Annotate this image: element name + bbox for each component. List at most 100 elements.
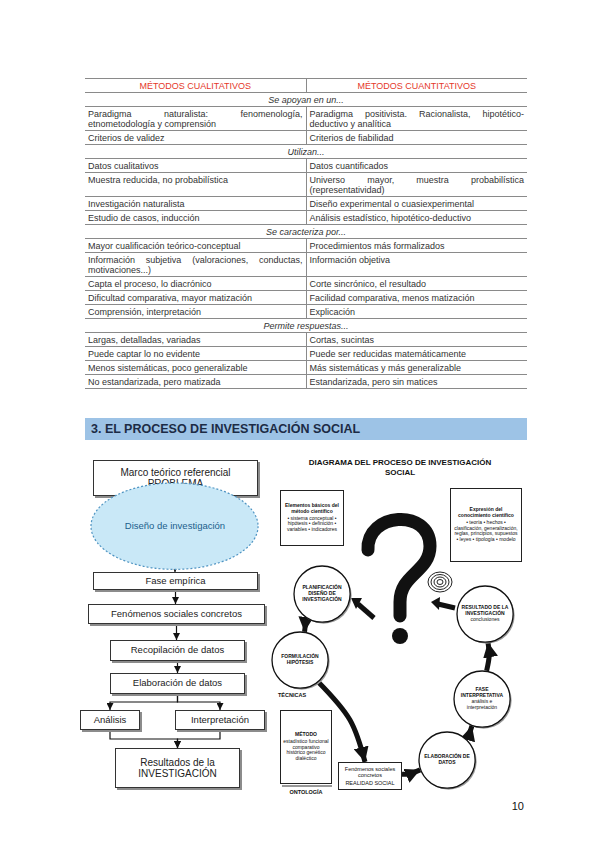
text-holder: Resultados de la INVESTIGACIÓN [118, 757, 237, 780]
table-row: Puede captar lo no evidentePuede ser red… [85, 346, 527, 360]
info-box: Elementos básicos del método científico•… [280, 490, 344, 546]
table-row: Capta el proceso, lo diacrónicoCorte sin… [85, 276, 527, 290]
table-row: Criterios de validezCriterios de fiabili… [85, 130, 527, 144]
rule-line [282, 786, 332, 787]
section-band: 3. EL PROCESO DE INVESTIGACIÓN SOCIAL [85, 418, 527, 440]
stage-circle: ELABORACIÓN DE DATOS [418, 731, 476, 789]
flow-arrow [177, 661, 178, 673]
table-cell: Se caracteriza por... [85, 225, 527, 238]
table-row: Paradigma naturalista: fenomenología, et… [85, 106, 527, 130]
table-cell: Paradigma naturalista: fenomenología, et… [85, 107, 307, 130]
text-holder: Diseño de investigación [102, 521, 247, 532]
result-box: Resultados de la INVESTIGACIÓN [115, 748, 240, 788]
node-text: Análisis [83, 715, 137, 726]
node-text: Fenómenos sociales concretos [91, 609, 262, 620]
node-text: Fenómenos sociales concretos [341, 766, 399, 779]
table-cell: Investigación naturalista [85, 197, 307, 210]
technique-label: TÉCNICAS [278, 692, 324, 699]
reality-box: Fenómenos sociales concretosREALIDAD SOC… [338, 762, 402, 790]
table-cell: Datos cualitativos [85, 159, 307, 172]
table-row: Estudio de casos, inducciónAnálisis esta… [85, 210, 527, 224]
table-row: Largas, detalladas, variadasCortas, suci… [85, 332, 527, 346]
node-text: RESULTADO DE LA INVESTIGACIÓN [460, 605, 510, 617]
cloud-border [91, 483, 258, 569]
text-holder: Análisis [83, 715, 137, 726]
table-row: Información subjetiva (valoraciones, con… [85, 252, 527, 276]
table-row: Dificultad comparativa, mayor matización… [85, 290, 527, 304]
table-cell: Permite respuestas... [85, 319, 527, 332]
process-box: Elaboración de datos [110, 673, 245, 694]
arrow-head [351, 598, 362, 609]
table-cell: No estandarizada, pero matizada [85, 375, 307, 388]
table-cell: Cortas, sucintas [307, 333, 528, 346]
table-cell: Puede ser reducidas matemáticamente [307, 347, 528, 360]
process-box: Interpretación [175, 710, 265, 730]
node-text: Resultados de la INVESTIGACIÓN [118, 757, 237, 780]
flow-arrow [110, 694, 178, 710]
table-cell: Datos cuantificados [307, 159, 528, 172]
node-subtext: • sistema conceptual • hipótesis • defin… [283, 516, 341, 533]
flow-arrow [178, 730, 221, 748]
node-text: Diseño de investigación [102, 521, 247, 532]
node-text: Expresión del conocimiento científico [453, 507, 519, 519]
table-cell: Procedimientos más formalizados [307, 239, 528, 252]
table-cell: Explicación [307, 305, 528, 318]
node-text: Recopilación de datos [113, 645, 242, 656]
method-box: MÉTODOestadístico funcional comparativo … [280, 710, 332, 784]
table-row: Comprensión, interpretaciónExplicación [85, 304, 527, 318]
text-holder: Fenómenos sociales concretos [91, 609, 262, 620]
table-cell: Análisis estadístico, hipotético-deducti… [307, 211, 528, 224]
table-cell: Se apoyan en un... [85, 93, 527, 106]
node-text: PLANIFICACIÓN DISEÑO DE INVESTIGACIÓN [297, 585, 347, 602]
table-row: No estandarizada, pero matizadaEstandari… [85, 374, 527, 388]
table-cell: MÉTODOS CUALITATIVOS [85, 79, 307, 92]
info-box: Expresión del conocimiento científico• t… [450, 488, 522, 562]
stage-circle: PLANIFICACIÓN DISEÑO DE INVESTIGACIÓN [293, 565, 351, 623]
node-subtext: • teoría • hechos • clasificación, gener… [453, 520, 519, 543]
text-holder: Elementos básicos del método científico•… [283, 503, 341, 533]
node-subtext: conclusiones [460, 617, 510, 623]
table-cell: Información subjetiva (valoraciones, con… [85, 253, 307, 276]
node-text: MÉTODO [283, 732, 329, 738]
process-box: Fase empírica [93, 572, 258, 590]
text-holder: Fenómenos sociales concretosREALIDAD SOC… [341, 766, 399, 786]
table-row: Se apoyan en un... [85, 92, 527, 106]
circle-border [419, 732, 475, 788]
circle-border [294, 566, 350, 622]
table-row: Utilizan... [85, 144, 527, 158]
text-holder: RESULTADO DE LA INVESTIGACIÓNconclusione… [460, 605, 510, 623]
text-holder: ELABORACIÓN DE DATOS [422, 754, 472, 766]
flow-arrow [178, 694, 221, 710]
stage-circle: RESULTADO DE LA INVESTIGACIÓNconclusione… [456, 585, 514, 643]
node-text: FORMULACIÓN HIPÓTESIS [275, 654, 325, 666]
table-cell: Utilizan... [85, 145, 527, 158]
table-cell: Paradigma positivista. Racionalista, hip… [307, 107, 528, 130]
node-subtext: REALIDAD SOCIAL [341, 780, 399, 786]
circle-border [272, 632, 328, 688]
text-holder: MÉTODOestadístico funcional comparativo … [283, 732, 329, 762]
text-holder: Expresión del conocimiento científico• t… [453, 507, 519, 543]
diagram-title: DIAGRAMA DEL PROCESO DE INVESTIGACIÓN SO… [296, 458, 504, 477]
table-cell: Estudio de casos, inducción [85, 211, 307, 224]
table-cell: Largas, detalladas, variadas [85, 333, 307, 346]
table-cell: Criterios de fiabilidad [307, 131, 528, 144]
cycle-arrow [358, 604, 374, 618]
page-number: 10 [500, 800, 524, 813]
process-box: Recopilación de datos [110, 640, 245, 661]
flow-arrow [110, 730, 178, 748]
process-box: Fenómenos sociales concretos [88, 604, 265, 624]
node-text: Fase empírica [96, 576, 255, 587]
text-holder: Recopilación de datos [113, 645, 242, 656]
circle-border [454, 671, 510, 727]
table-cell: Criterios de validez [85, 131, 307, 144]
question-mark [368, 519, 430, 616]
table-cell: Muestra reducida, no probabilística [85, 173, 307, 196]
node-subtext: estadístico funcional comparativo histór… [283, 739, 329, 762]
table-row: Mayor cualificación teórico-conceptualPr… [85, 238, 527, 252]
table-cell: Puede captar lo no evidente [85, 347, 307, 360]
table-cell: Dificultad comparativa, mayor matización [85, 291, 307, 304]
process-box: Análisis [80, 710, 140, 730]
text-holder: FASE INTERPRETATIVAanálisis e interpreta… [457, 687, 507, 711]
flow-arrow [176, 624, 177, 640]
table-row: Muestra reducida, no probabilísticaUnive… [85, 172, 527, 196]
